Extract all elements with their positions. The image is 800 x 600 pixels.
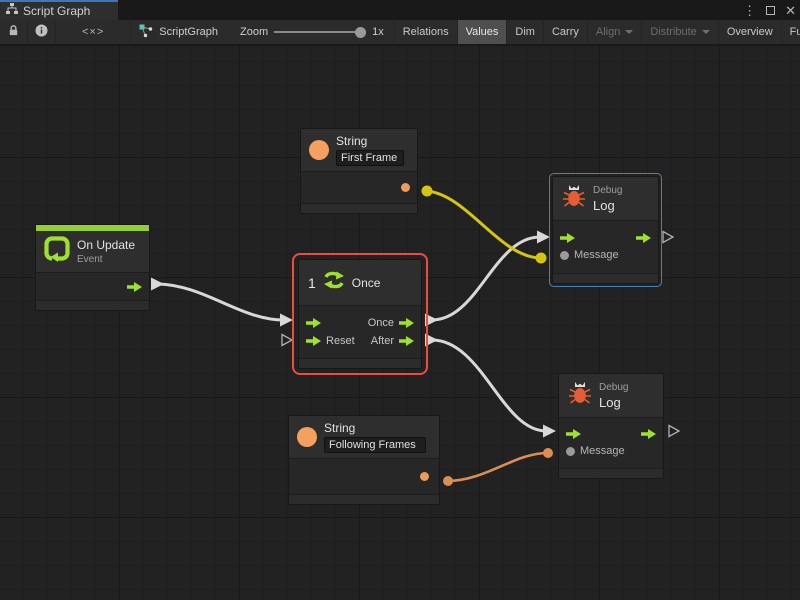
toolbar-button-fullscreen[interactable]: Full Screen bbox=[789, 26, 800, 38]
bug-icon bbox=[562, 183, 586, 214]
flow-output-once-port[interactable] bbox=[399, 318, 414, 328]
dropdown-caret-icon bbox=[625, 30, 634, 34]
graph-breadcrumb[interactable]: ScriptGraph bbox=[131, 20, 226, 44]
wire-string1-to-message bbox=[421, 185, 547, 264]
string-output-port[interactable] bbox=[401, 183, 410, 192]
port-triangle-debugtop-out bbox=[662, 230, 675, 244]
port-label-message: Message bbox=[574, 249, 619, 261]
string-value-input[interactable] bbox=[336, 150, 404, 166]
node-title: Log bbox=[593, 197, 615, 213]
port-triangle-once-reset bbox=[281, 333, 294, 347]
node-once[interactable]: 1 Once Once Reset After bbox=[292, 253, 428, 375]
toolbar-button-values[interactable]: Values bbox=[457, 20, 508, 44]
flow-input-port[interactable] bbox=[566, 429, 581, 439]
node-footer bbox=[559, 468, 663, 478]
node-on-update[interactable]: On Update Event bbox=[35, 224, 150, 311]
window-menu-icon[interactable]: ⋮ bbox=[743, 2, 757, 18]
zoom-slider-knob[interactable] bbox=[355, 27, 367, 38]
window-maximize-icon[interactable] bbox=[766, 5, 776, 15]
dropdown-caret-icon bbox=[701, 30, 710, 34]
node-footer bbox=[301, 203, 417, 213]
wire-layer bbox=[151, 185, 681, 486]
toolbar-button-carry[interactable]: Carry bbox=[544, 20, 588, 44]
string-output-port[interactable] bbox=[420, 472, 429, 481]
tab-script-graph[interactable]: Script Graph bbox=[0, 0, 118, 20]
code-icon: <×> bbox=[82, 26, 105, 38]
window-close-icon[interactable]: ✕ bbox=[785, 2, 796, 18]
toolbar-button-relations[interactable]: Relations bbox=[395, 20, 458, 44]
port-label-message: Message bbox=[580, 445, 625, 457]
zoom-slider[interactable] bbox=[274, 26, 367, 38]
node-title: Once bbox=[351, 275, 381, 290]
wire-string2-to-message bbox=[443, 448, 553, 486]
toolbar-button-overview[interactable]: Overview bbox=[719, 20, 782, 44]
code-preview-button[interactable]: <×> bbox=[56, 20, 132, 44]
node-string-first-frame[interactable]: String bbox=[300, 128, 418, 214]
string-value-input[interactable] bbox=[324, 437, 426, 453]
bug-icon bbox=[568, 380, 592, 411]
node-title: On Update bbox=[77, 238, 136, 252]
port-label-once: Once bbox=[367, 317, 394, 329]
string-literal-icon bbox=[297, 427, 317, 447]
toolbar-button-align[interactable]: Align bbox=[588, 20, 643, 44]
loop-event-icon bbox=[44, 236, 70, 267]
flow-input-port[interactable] bbox=[306, 318, 321, 328]
zoom-label: Zoom bbox=[239, 26, 269, 38]
node-subtitle: Event bbox=[77, 254, 103, 265]
inspect-button[interactable] bbox=[28, 20, 56, 44]
node-footer bbox=[299, 358, 421, 368]
flow-input-reset-port[interactable] bbox=[306, 336, 321, 346]
node-title: Log bbox=[599, 394, 621, 410]
script-graph-icon bbox=[139, 24, 153, 41]
once-count-badge: 1 bbox=[308, 274, 316, 291]
port-triangle-debugbottom-out bbox=[668, 424, 681, 438]
wire-onupdate-to-once bbox=[151, 277, 293, 327]
zoom-control: Zoom 1x bbox=[226, 20, 395, 44]
node-title: String bbox=[336, 134, 368, 148]
graph-canvas[interactable]: String On Update Event bbox=[0, 46, 800, 600]
graph-tab-icon bbox=[6, 2, 18, 20]
port-label-after: After bbox=[370, 335, 394, 347]
node-debug-log-top[interactable]: Debug Log Message bbox=[549, 173, 662, 287]
message-input-port[interactable] bbox=[566, 446, 575, 456]
zoom-value-label: 1x bbox=[372, 26, 384, 38]
node-string-following-frames[interactable]: String bbox=[288, 415, 440, 505]
string-literal-icon bbox=[309, 140, 329, 160]
titlebar: Script Graph ⋮ ✕ bbox=[0, 0, 800, 20]
node-footer bbox=[289, 494, 439, 504]
node-category: Debug bbox=[599, 381, 629, 393]
flow-output-port[interactable] bbox=[127, 281, 142, 292]
cycle-icon bbox=[323, 268, 345, 297]
flow-output-after-port[interactable] bbox=[399, 336, 414, 346]
graph-name-label: ScriptGraph bbox=[159, 26, 218, 38]
tab-label: Script Graph bbox=[23, 4, 91, 18]
toolbar-button-dim[interactable]: Dim bbox=[507, 20, 544, 44]
port-label-reset: Reset bbox=[326, 335, 355, 347]
node-debug-log-bottom[interactable]: Debug Log Message bbox=[558, 373, 664, 479]
event-accent-strip bbox=[36, 225, 149, 231]
node-footer bbox=[553, 273, 658, 283]
flow-input-port[interactable] bbox=[560, 233, 575, 243]
lock-button[interactable] bbox=[0, 20, 28, 44]
flow-output-port[interactable] bbox=[641, 429, 656, 439]
node-title: String bbox=[324, 421, 356, 435]
flow-output-port[interactable] bbox=[636, 233, 651, 243]
node-category: Debug bbox=[593, 184, 623, 196]
info-icon bbox=[35, 24, 48, 40]
toolbar-button-distribute[interactable]: Distribute bbox=[642, 20, 719, 44]
zoom-slider-track bbox=[274, 31, 367, 33]
node-footer bbox=[36, 300, 149, 310]
wire-once-to-debugbottom bbox=[425, 333, 556, 438]
message-input-port[interactable] bbox=[560, 250, 569, 260]
graph-toolbar: <×> ScriptGraph Zoom 1x Relations Values… bbox=[0, 20, 800, 45]
wire-once-to-debugtop bbox=[425, 230, 550, 327]
lock-icon bbox=[7, 24, 20, 40]
